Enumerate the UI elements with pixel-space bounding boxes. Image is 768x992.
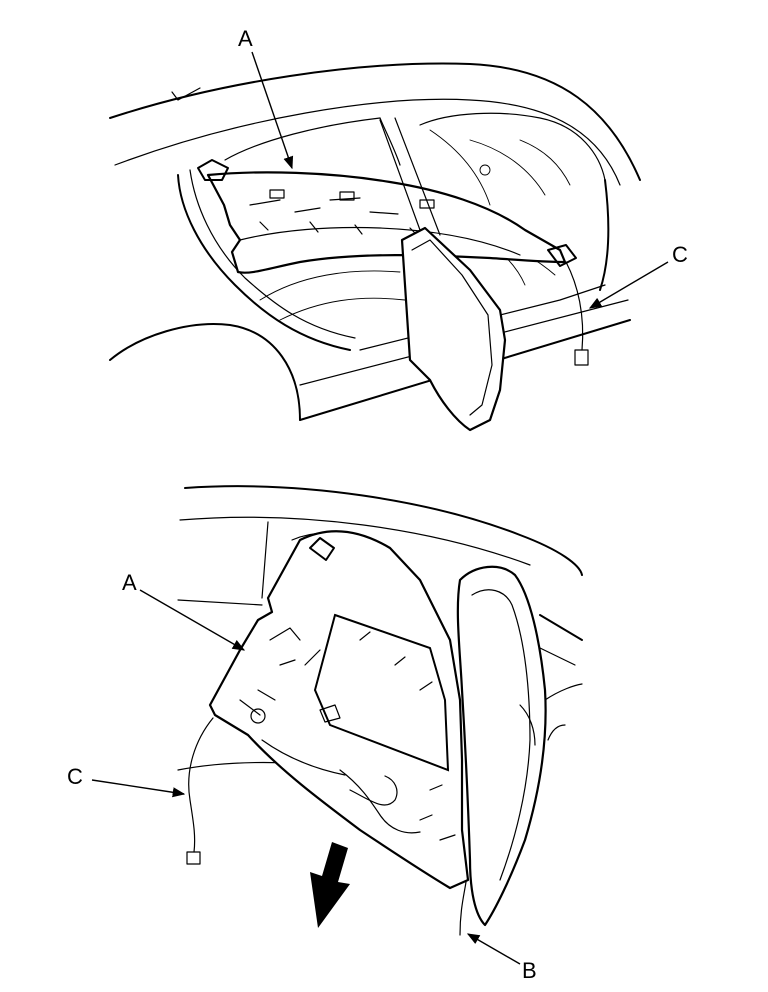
- top-headliner-panel: [197, 159, 589, 366]
- top-callout-c: C: [588, 242, 688, 309]
- bottom-view-vehicle: [177, 485, 583, 771]
- top-label-c: C: [672, 242, 688, 267]
- bottom-callout-b: B: [466, 933, 537, 983]
- bottom-label-a: A: [122, 570, 137, 595]
- top-label-a: A: [238, 26, 253, 51]
- top-callout-a: A: [238, 26, 294, 170]
- bottom-callout-a: A: [122, 570, 246, 651]
- arrow-down-left-icon: [310, 842, 350, 928]
- bottom-headliner-panel: [186, 530, 470, 936]
- top-rear-door: [379, 117, 507, 432]
- bottom-label-c: C: [67, 764, 83, 789]
- bottom-rear-door: [456, 565, 547, 927]
- removal-direction-arrow: [310, 842, 350, 928]
- bottom-callout-c: C: [67, 764, 186, 798]
- bottom-label-b: B: [522, 958, 537, 983]
